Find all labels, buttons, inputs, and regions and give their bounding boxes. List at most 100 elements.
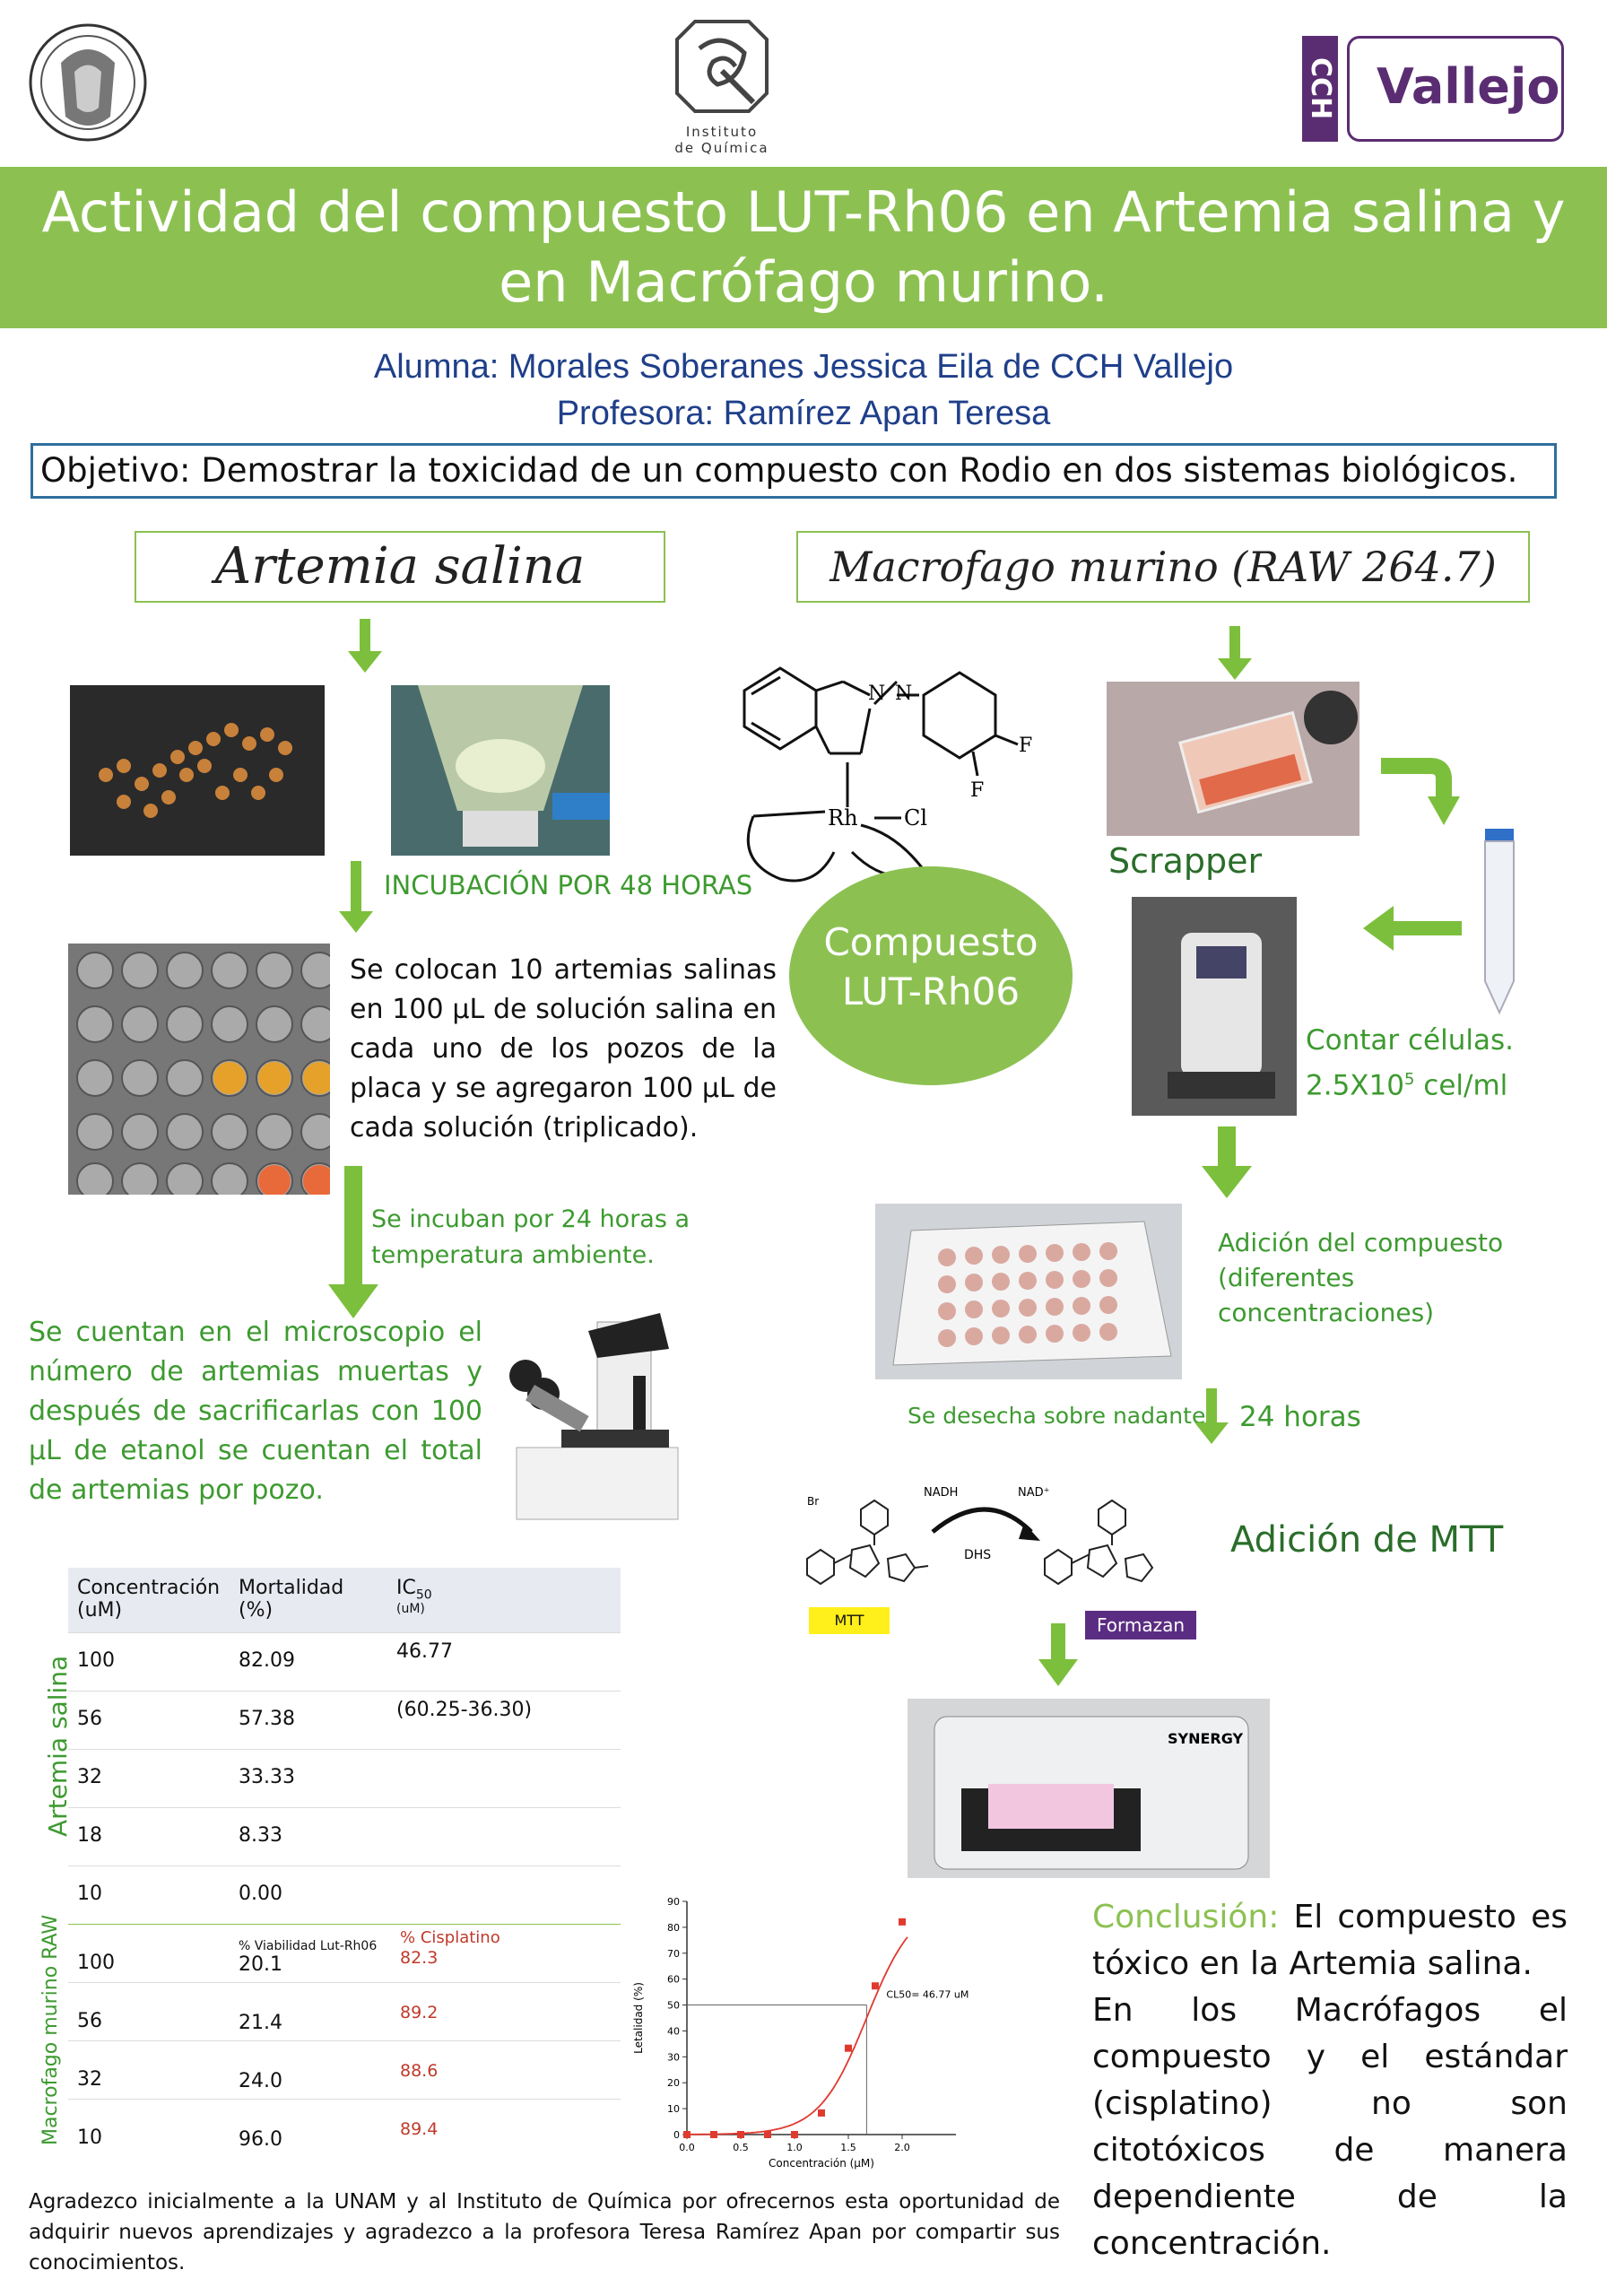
y-tick-label: 50	[667, 2000, 680, 2012]
cell-cisplatin: 89.4	[400, 2119, 439, 2139]
culture-flask-photo	[1107, 682, 1359, 836]
x-axis-label: Concentración (µM)	[769, 2157, 874, 2170]
hours-label: 24 horas	[1239, 1401, 1361, 1433]
formazan-tag: Formazan	[1085, 1611, 1196, 1639]
cell-concentration: 32	[77, 2068, 102, 2091]
compound-label-line2: LUT-Rh06	[841, 970, 1021, 1013]
cell-viability: 21.4	[239, 2012, 282, 2034]
header-concentration: Concentración (uM)	[77, 1577, 221, 1622]
addition-label: Adición del compuesto (diferentes concen…	[1218, 1228, 1504, 1327]
conclusion-block: Conclusión: El compuesto es tóxico en la…	[1092, 1894, 1568, 2267]
cell-concentration: 18	[77, 1824, 102, 1847]
title-line1: Actividad del compuesto LUT-Rh06 en Arte…	[41, 179, 1566, 245]
y-tick-label: 0	[673, 2129, 680, 2141]
cell-concentration: 56	[77, 1708, 102, 1730]
rh-complex-structure: N N Rh Cl F F	[717, 619, 1058, 897]
cell-ic50: 46.77	[396, 1640, 453, 1663]
poster-title: Actividad del compuesto LUT-Rh06 en Arte…	[0, 178, 1607, 317]
density-exponent: 5	[1403, 1070, 1415, 1089]
x-tick-label: 0.0	[679, 2142, 695, 2153]
cell-ic50: (60.25-36.30)	[396, 1699, 533, 1721]
nadh-label: NADH	[924, 1486, 958, 1500]
plate-reader-photo: SYNERGY	[908, 1699, 1270, 1878]
mtt-tag: MTT	[809, 1607, 890, 1634]
ic-label: IC	[396, 1577, 416, 1599]
data-point	[899, 1918, 906, 1926]
x-tick-label: 2.0	[894, 2142, 910, 2153]
well-plate-photo	[68, 944, 330, 1195]
atom-f1: F	[1019, 735, 1032, 757]
cell-concentration: 56	[77, 2010, 102, 2032]
cch-letters: CCH	[1302, 36, 1338, 142]
compound-label-line1: Compuesto	[823, 920, 1038, 964]
mtt-title: Adición de MTT	[1230, 1519, 1504, 1561]
arrow-down-icon	[1202, 1126, 1252, 1202]
plate-compound-photo	[875, 1204, 1182, 1379]
instituto-quimica-logo: Instituto de Química	[664, 13, 780, 156]
cell-concentration: 100	[77, 1952, 115, 1974]
conclusion-label: Conclusión:	[1092, 1899, 1280, 1935]
cell-mortality: 82.09	[239, 1649, 295, 1672]
y-tick-label: 40	[667, 2025, 680, 2037]
atom-rh: Rh	[828, 805, 858, 831]
dhs-label: DHS	[964, 1548, 991, 1562]
atom-n2: N	[895, 683, 912, 705]
artemia-step2: Se incuban por 24 horas a temperatura am…	[371, 1205, 691, 1269]
results-table-wrap: Concentración (uM) Mortalidad (%) IC50(u…	[68, 1568, 621, 2157]
density-value: 2.5X10	[1306, 1069, 1404, 1102]
arrow-down-icon	[328, 1166, 378, 1322]
x-tick-label: 1.0	[786, 2142, 803, 2153]
arrow-down-icon	[1038, 1623, 1078, 1690]
arrow-down-icon	[348, 619, 382, 676]
x-tick-label: 0.5	[733, 2142, 749, 2153]
y-axis-label: Letalidad (%)	[632, 1982, 645, 2054]
mtt-reaction-scheme: Br NADH NAD⁺ DHS MTT Formazan	[789, 1478, 1202, 1639]
cell-cisplatin: 88.6	[400, 2061, 439, 2081]
header-ic50: IC50(uM)	[396, 1577, 432, 1616]
cell-concentration: 100	[77, 1649, 115, 1672]
cell-counter-photo	[1132, 897, 1297, 1116]
table-row: 100 82.09 46.77	[68, 1632, 621, 1691]
objective-box: Objetivo: Demostrar la toxicidad de un c…	[30, 443, 1557, 499]
atom-n1: N	[868, 683, 885, 705]
ic-sub: 50	[415, 1587, 432, 1603]
count-cells-label: Contar células. 2.5X105 cel/ml	[1306, 1021, 1514, 1105]
fit-curve	[686, 1936, 908, 2135]
title-band	[0, 167, 1607, 328]
raw-header-viability: % Viabilidad Lut-Rh06	[239, 1939, 378, 1953]
vallejo-text: Vallejo	[1377, 58, 1560, 115]
atom-f2: F	[970, 779, 984, 802]
artemia-row-label: Artemia salina	[43, 1655, 73, 1837]
arrow-down-icon	[1218, 626, 1252, 683]
title-line2: en Macrófago murino.	[499, 249, 1108, 315]
data-point	[764, 2131, 771, 2138]
y-tick-label: 30	[667, 2051, 680, 2063]
institute-name-line2: de Química	[674, 140, 769, 156]
data-point	[818, 2109, 825, 2117]
arrow-left-icon	[1363, 906, 1462, 954]
cell-cisplatin: 82.3	[400, 1948, 439, 1968]
discard-label: Se desecha sobre nadante	[908, 1403, 1206, 1429]
y-tick-label: 20	[667, 2077, 680, 2089]
artemia-step3: Se cuentan en el microscopio el número d…	[29, 1317, 482, 1506]
cch-vallejo-logo: CCH Vallejo	[1302, 36, 1564, 142]
ic-unit: (uM)	[396, 1602, 425, 1617]
y-tick-label: 70	[667, 1948, 680, 1960]
artemia-step1: Se colocan 10 artemias salinas en 100 µL…	[350, 954, 777, 1144]
cell-viability: 24.0	[239, 2070, 282, 2092]
data-point	[710, 2131, 717, 2138]
macrophage-header: Macrofago murino (RAW 264.7)	[796, 531, 1530, 603]
y-tick-label: 60	[667, 1974, 680, 1986]
cl50-annotation: CL50= 46.77 uM	[886, 1989, 969, 2001]
incubation-bottle-photo	[391, 685, 610, 856]
x-tick-label: 1.5	[840, 2142, 856, 2153]
curved-arrow-icon	[1381, 755, 1462, 831]
